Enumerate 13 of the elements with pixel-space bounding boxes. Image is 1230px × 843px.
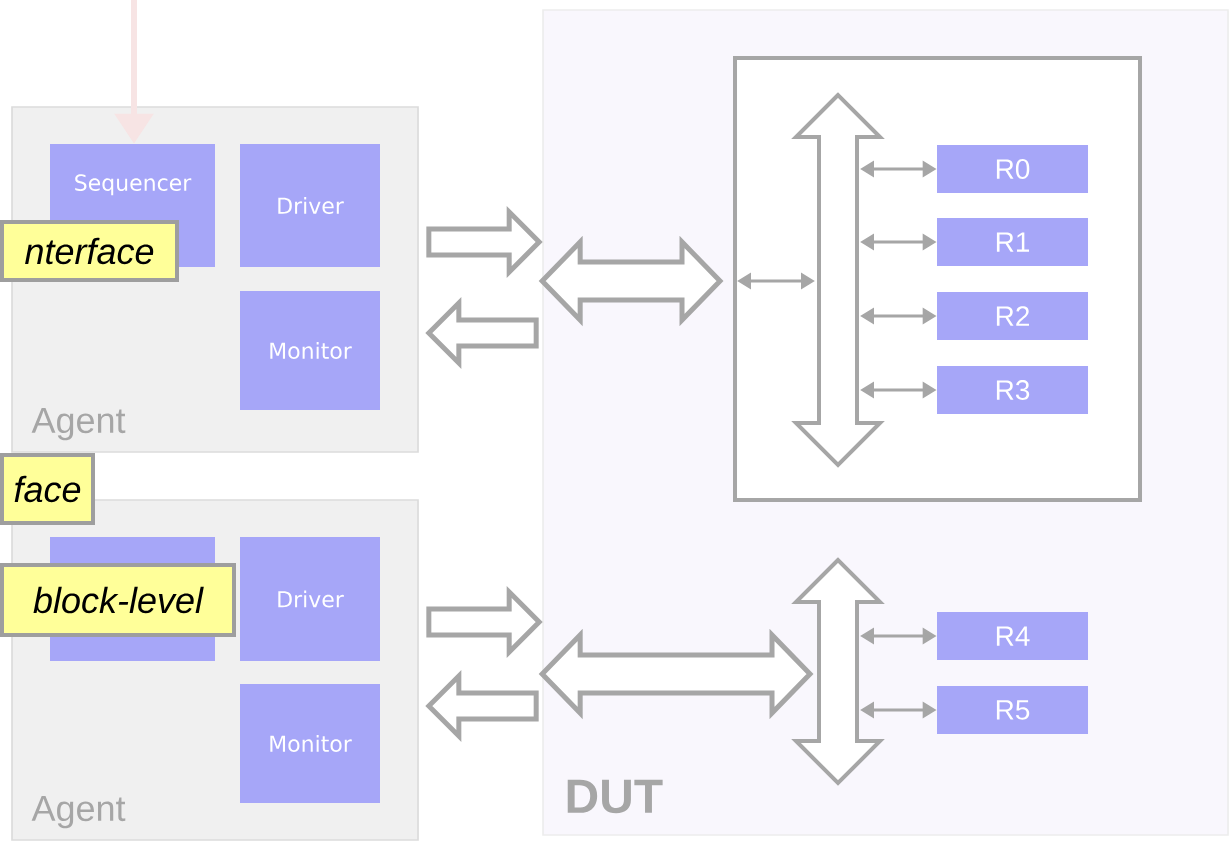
block-arrow (426, 205, 543, 279)
component-box: Monitor (240, 291, 380, 410)
register-box: R0 (937, 145, 1088, 193)
register-box: R4 (937, 612, 1088, 660)
register-box: R1 (937, 218, 1088, 266)
component-box: Monitor (240, 684, 380, 803)
register-box: R2 (937, 292, 1088, 340)
register-box: R5 (937, 686, 1088, 734)
component-box: Driver (240, 537, 380, 661)
component-box: Driver (240, 144, 380, 267)
register-box: R3 (937, 366, 1088, 414)
callout-box: face (0, 453, 95, 525)
block-arrow (426, 585, 543, 659)
